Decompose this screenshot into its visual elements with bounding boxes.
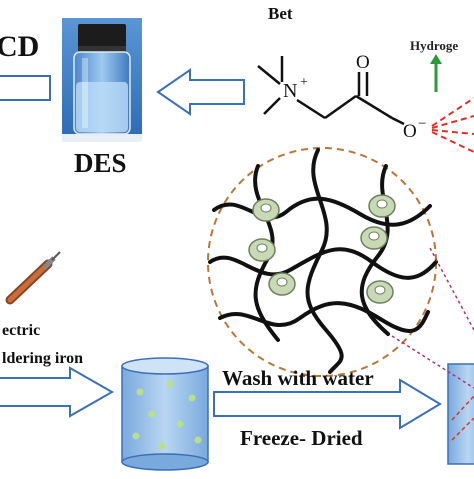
partial-beaker-icon	[447, 363, 474, 465]
vial-icon	[62, 18, 142, 142]
wash-with-water-label: Wash with water	[222, 366, 374, 390]
zoom-guide-line-2	[429, 247, 474, 331]
arrow-right-bottom-1	[0, 366, 115, 418]
arrow-right-bottom-2	[213, 378, 442, 430]
plus-charge: +	[300, 75, 308, 90]
freeze-dried-label: Freeze- Dried	[240, 426, 363, 450]
electric-label-line2: ldering iron	[2, 350, 84, 367]
electric-label-line1: ectric	[2, 322, 41, 339]
cd-label: CD	[0, 30, 40, 63]
soldering-iron-icon	[5, 251, 61, 305]
oxygen-anion: O	[403, 121, 417, 142]
beaker-icon	[121, 357, 209, 471]
nitrogen-atom: N	[283, 80, 297, 102]
hydrogen-label: Hydroge	[410, 38, 459, 53]
green-up-arrow	[430, 54, 442, 92]
minus-charge: −	[418, 116, 426, 132]
arrow-left-top-1	[0, 75, 51, 101]
polymer-network-icon	[207, 147, 438, 377]
hydrogen-bond-lines	[431, 97, 474, 153]
betaine-molecule	[257, 56, 405, 126]
zoom-guide-line	[391, 335, 474, 389]
oxygen-top: O	[356, 52, 370, 73]
des-label: DES	[74, 148, 127, 178]
arrow-left-top-2	[156, 68, 245, 116]
bet-label: Bet	[268, 4, 293, 23]
cyclodextrin-rings	[248, 194, 396, 304]
